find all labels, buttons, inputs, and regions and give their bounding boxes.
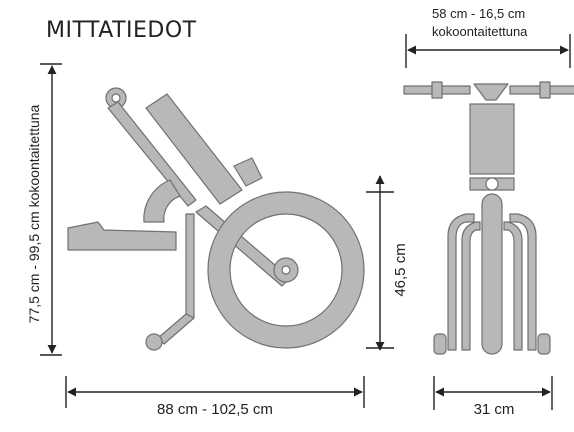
front-wheel-edge xyxy=(481,193,503,355)
battery-body xyxy=(145,93,243,205)
fork-left-inner xyxy=(461,221,481,351)
kickstand-foot xyxy=(145,333,163,351)
length-label: 88 cm - 102,5 cm xyxy=(157,401,273,418)
battery-block xyxy=(469,103,515,175)
grip-left xyxy=(431,81,443,99)
wheel-height-label: 46,5 cm xyxy=(392,243,409,296)
handlebar-width-label-line2: kokoontaitettuna xyxy=(432,24,528,39)
front-wheel xyxy=(207,191,365,349)
seat-plate xyxy=(67,221,177,251)
width-label: 31 cm xyxy=(474,401,515,418)
dimension-lines xyxy=(40,34,571,410)
side-view xyxy=(67,87,365,351)
front-view xyxy=(403,81,574,355)
fork-left-outer xyxy=(447,213,475,351)
wheel-hub-center xyxy=(281,265,291,275)
fork-right-inner xyxy=(503,221,523,351)
grip-right xyxy=(539,81,551,99)
fork-right-outer xyxy=(509,213,537,351)
height-label: 77,5 cm - 99,5 cm kokoontaitettuna xyxy=(26,104,42,323)
page-title: MITTATIEDOT xyxy=(46,18,197,43)
foot-right xyxy=(537,333,551,355)
fender xyxy=(143,179,181,223)
foot-left xyxy=(433,333,447,355)
handlebar-center xyxy=(473,83,509,101)
light-lens xyxy=(485,177,499,191)
handlebar-width-label-line1: 58 cm - 16,5 cm xyxy=(432,6,525,21)
kickstand xyxy=(157,313,195,345)
front-light xyxy=(233,157,263,187)
handle-knob-inner xyxy=(111,93,121,103)
steering-tube xyxy=(107,101,197,207)
support-bar xyxy=(185,213,195,319)
